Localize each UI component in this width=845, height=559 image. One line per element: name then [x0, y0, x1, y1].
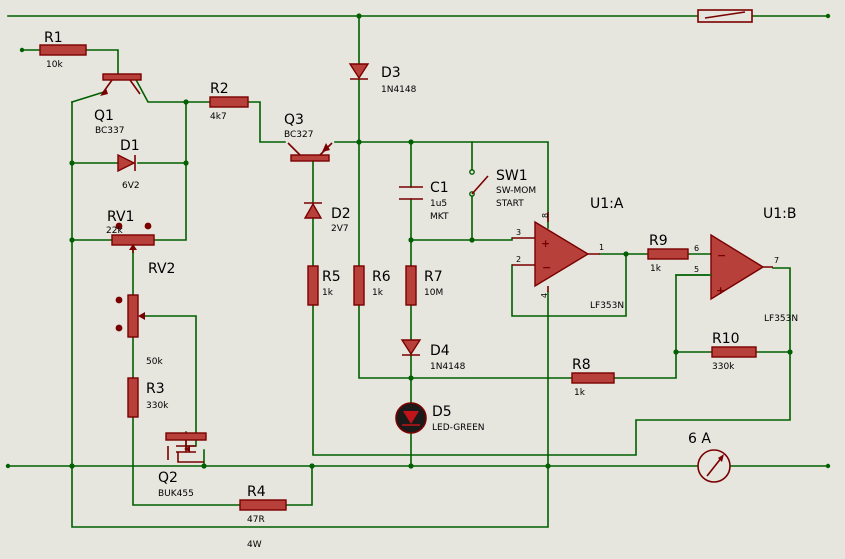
C1-value: 1u5	[430, 199, 447, 209]
D3-value: 1N4148	[381, 85, 417, 95]
C1-ref: C1	[430, 180, 449, 196]
led-icon: D5 LED-GREEN	[395, 402, 485, 434]
resistor-R5: R5 1k	[307, 265, 341, 306]
opamp-U1A: + − 3 2 1 8 4 U1:A LF353N	[512, 196, 624, 311]
U1B-pin5: 5	[694, 265, 699, 274]
R1-ref: R1	[44, 30, 63, 46]
fuse-icon	[697, 9, 753, 23]
transistor-Q3: Q3 BC327	[284, 112, 333, 162]
R4-power: 4W	[247, 540, 262, 550]
R6-ref: R6	[372, 269, 391, 285]
svg-text:+: +	[541, 237, 550, 250]
R10-value: 330k	[712, 362, 735, 372]
svg-text:−: −	[542, 261, 551, 274]
D4-value: 1N4148	[430, 362, 466, 372]
SW1-label: START	[496, 199, 524, 209]
resistor-R10: R10 330k	[711, 331, 757, 372]
D1-value: 6V2	[122, 181, 140, 191]
resistor-R2: R2 4k7	[209, 81, 249, 122]
resistor-R9: R9 1k	[647, 233, 689, 274]
U1B-ref: U1:B	[763, 206, 796, 222]
SW1-ref: SW1	[496, 168, 528, 184]
D2-ref: D2	[331, 206, 351, 222]
resistor-R7: R7 10M	[405, 265, 443, 306]
svg-text:−: −	[717, 249, 726, 262]
R10-ref: R10	[712, 331, 740, 347]
potentiometer-RV2: RV2 50k	[115, 261, 175, 367]
R1-value: 10k	[46, 60, 63, 70]
U1A-value: LF353N	[590, 301, 624, 311]
U1A-pin3: 3	[516, 228, 521, 237]
RV1-value: 22k	[106, 226, 123, 236]
R7-ref: R7	[424, 269, 443, 285]
svg-text:+: +	[716, 284, 725, 297]
R2-ref: R2	[210, 81, 229, 97]
U1A-pin8: 8	[541, 213, 550, 218]
RV2-value: 50k	[146, 357, 163, 367]
U1B-pin7: 7	[774, 256, 779, 265]
U1A-pin1: 1	[599, 243, 604, 252]
R5-value: 1k	[322, 288, 334, 298]
resistor-R3: R3 330k	[127, 377, 169, 418]
D4-ref: D4	[430, 343, 450, 359]
transistor-Q1: Q1 BC337	[94, 73, 142, 136]
R4-ref: R4	[247, 484, 266, 500]
U1A-ref: U1:A	[590, 196, 624, 212]
resistor-R6: R6 1k	[353, 265, 391, 306]
R5-ref: R5	[322, 269, 341, 285]
resistor-R1: R1 10k	[39, 30, 87, 70]
mosfet-Q2: Q2 BUK455	[158, 432, 207, 499]
RV2-ref: RV2	[148, 261, 175, 277]
D2-value: 2V7	[331, 224, 349, 234]
R4-value: 47R	[247, 515, 265, 525]
diode-D1: D1 6V2	[117, 138, 140, 191]
R8-ref: R8	[572, 357, 591, 373]
SW1-type: SW-MOM	[496, 186, 536, 196]
Q2-value: BUK455	[158, 489, 194, 499]
C1-type: MKT	[430, 212, 449, 222]
wires	[7, 15, 829, 528]
resistor-R4: R4 47R 4W	[239, 484, 287, 550]
U1A-pin2: 2	[516, 255, 521, 264]
R3-ref: R3	[146, 381, 165, 397]
R7-value: 10M	[424, 288, 443, 298]
D5-value: LED-GREEN	[432, 423, 485, 433]
U1A-pin4: 4	[540, 293, 549, 298]
resistor-R8: R8 1k	[571, 357, 615, 398]
ammeter-label: 6 A	[688, 431, 711, 447]
Q1-ref: Q1	[94, 108, 114, 124]
D1-ref: D1	[120, 138, 140, 154]
junctions	[5, 13, 831, 469]
D3-ref: D3	[381, 65, 401, 81]
Q3-ref: Q3	[284, 112, 304, 128]
U1B-value: LF353N	[764, 314, 798, 324]
RV1-ref: RV1	[107, 209, 134, 225]
capacitor-C1: C1 1u5 MKT	[399, 180, 449, 222]
R6-value: 1k	[372, 288, 384, 298]
ammeter-icon: 6 A	[688, 431, 731, 483]
R2-value: 4k7	[210, 112, 227, 122]
R9-value: 1k	[650, 264, 662, 274]
U1B-pin6: 6	[694, 244, 699, 253]
switch-icon: SW1 SW-MOM START	[469, 168, 536, 209]
Q1-value: BC337	[95, 126, 124, 136]
opamp-U1B: − + 6 5 7 U1:B LF353N	[694, 206, 798, 324]
R3-value: 330k	[146, 401, 169, 411]
Q2-ref: Q2	[158, 470, 178, 486]
diode-D2: D2 2V7	[303, 202, 351, 234]
R9-ref: R9	[649, 233, 668, 249]
potentiometer-RV1: RV1 22k	[106, 209, 155, 253]
R8-value: 1k	[574, 388, 586, 398]
D5-ref: D5	[432, 404, 452, 420]
diode-D3: D3 1N4148	[348, 63, 417, 95]
Q3-value: BC327	[284, 130, 313, 140]
diode-D4: D4 1N4148	[400, 339, 466, 372]
